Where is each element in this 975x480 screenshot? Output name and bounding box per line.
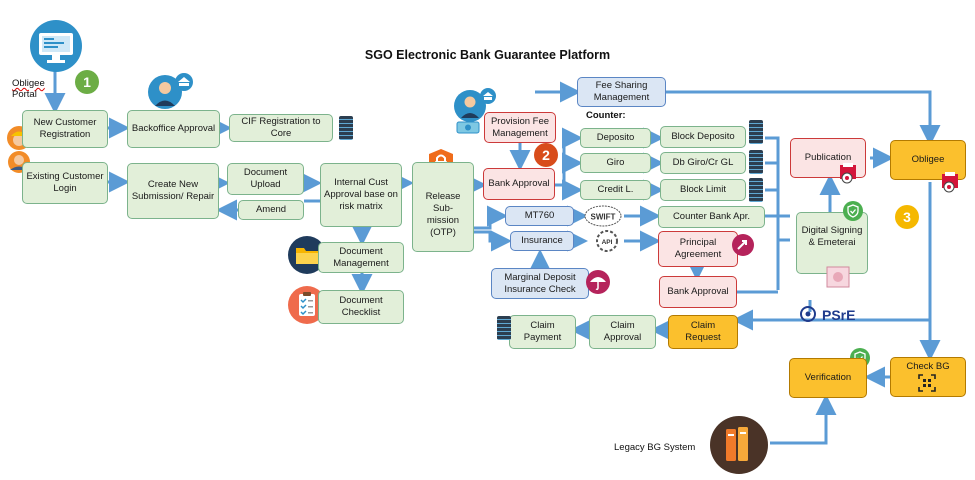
principal-share-icon — [732, 234, 754, 261]
existing-customer-login-box[interactable]: Existing Customer Login — [22, 162, 108, 204]
arrow-legacy-to-verification — [770, 394, 837, 445]
bank-approval-box[interactable]: Bank Approval — [483, 168, 555, 200]
obligee-icon — [940, 172, 966, 199]
arrow-release-to-insurance — [474, 230, 512, 252]
marginal-deposit-box[interactable]: Marginal Deposit Insurance Check — [491, 268, 589, 299]
counter-bank-approval-box[interactable]: Counter Bank Apr. — [658, 206, 765, 228]
block-limit-box[interactable]: Block Limit — [660, 179, 746, 201]
step-badge-3: 3 — [895, 205, 919, 229]
swift-icon: SWIFT — [584, 205, 622, 232]
document-upload-box[interactable]: Document Upload — [227, 163, 304, 195]
claim-payment-box[interactable]: Claim Payment — [509, 315, 576, 349]
server-icon-giro — [749, 150, 763, 174]
step-badge-2: 2 — [534, 143, 558, 167]
umbrella-icon — [586, 270, 610, 299]
arrow-bank-to-credit — [562, 179, 583, 201]
api-icon: API — [596, 230, 618, 257]
digital-signing-box[interactable]: Digital Signing & Emeterai — [796, 212, 868, 274]
counter-label: Counter: — [586, 110, 626, 121]
publication-box[interactable]: Publication — [790, 138, 866, 178]
kominfo-logo-icon — [798, 305, 818, 330]
psre-label: PSrE — [822, 307, 856, 323]
monitor-icon — [30, 20, 82, 79]
release-submission-box[interactable]: Release Sub- mission (OTP) — [412, 162, 474, 252]
folder-icon — [288, 236, 326, 279]
bank-approval-2-box[interactable]: Bank Approval — [659, 276, 737, 308]
amend-box[interactable]: Amend — [238, 200, 304, 220]
principal-agreement-box[interactable]: Principal Agreement — [658, 231, 738, 267]
insurance-box[interactable]: Insurance — [510, 231, 574, 251]
checklist-icon — [288, 286, 326, 329]
claim-approval-box[interactable]: Claim Approval — [589, 315, 656, 349]
internal-approval-box[interactable]: Internal Cust Approval base on risk matr… — [320, 163, 402, 227]
credit-box[interactable]: Credit L. — [580, 180, 651, 200]
legacy-books-icon — [710, 416, 768, 479]
shield-check-icon — [843, 201, 863, 226]
claim-request-box[interactable]: Claim Request — [668, 315, 738, 349]
verification-box[interactable]: Verification — [789, 358, 867, 398]
deposito-box[interactable]: Deposito — [580, 128, 651, 148]
bank-fee-icon — [452, 88, 500, 141]
db-giro-box[interactable]: Db Giro/Cr GL — [660, 152, 746, 174]
document-checklist-box[interactable]: Document Checklist — [318, 290, 404, 324]
step-badge-1: 1 — [75, 70, 99, 94]
legacy-system-label: Legacy BG System — [614, 442, 696, 453]
arrow-release-to-mt760 — [474, 205, 508, 230]
emeterai-stamp-icon — [826, 266, 850, 293]
provision-fee-box[interactable]: Provision Fee Management — [484, 112, 556, 143]
block-deposito-box[interactable]: Block Deposito — [660, 126, 746, 148]
obligee-portal-label-line2: Portal — [12, 89, 37, 100]
server-icon-deposito — [749, 120, 763, 144]
backoffice-approval-box[interactable]: Backoffice Approval — [127, 110, 220, 148]
document-management-box[interactable]: Document Management — [318, 242, 404, 273]
check-bg-box[interactable]: Check BG — [890, 357, 966, 397]
create-submission-box[interactable]: Create New Submission/ Repair — [127, 163, 219, 219]
fee-sharing-box[interactable]: Fee Sharing Management — [577, 77, 666, 107]
svg-text:SWIFT: SWIFT — [591, 213, 616, 222]
publication-icon — [838, 163, 864, 190]
server-icon-claim — [497, 316, 511, 340]
server-icon — [339, 116, 353, 140]
giro-box[interactable]: Giro — [580, 153, 651, 173]
bank-officer-icon — [148, 73, 194, 116]
svg-text:API: API — [602, 239, 613, 246]
server-icon-limit — [749, 178, 763, 202]
cif-registration-box[interactable]: CIF Registration to Core — [229, 114, 333, 142]
new-customer-registration-box[interactable]: New Customer Registration — [22, 110, 108, 148]
obligee-portal-label-line1: Obligee — [12, 78, 45, 89]
mt760-box[interactable]: MT760 — [505, 206, 574, 226]
qr-scan-icon — [918, 374, 936, 397]
page-title: SGO Electronic Bank Guarantee Platform — [364, 48, 611, 62]
arrow-fee-to-obligee — [666, 90, 941, 146]
